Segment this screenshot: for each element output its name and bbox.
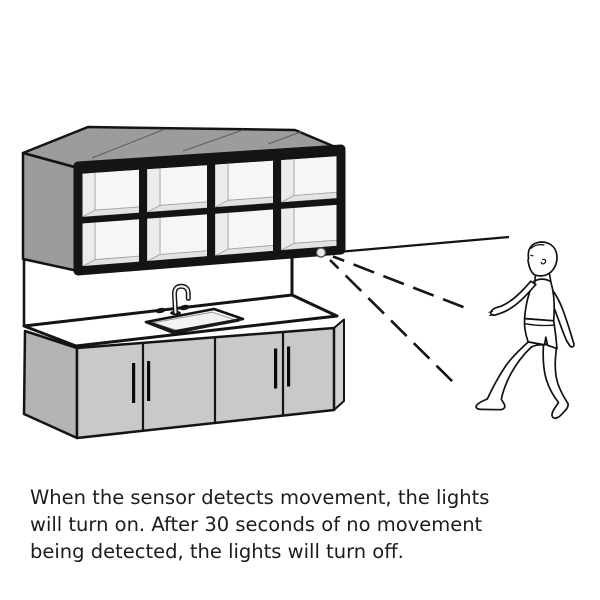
walking-person [475,241,575,420]
kitchen-sink [144,307,245,335]
door-handle [287,346,291,387]
faucet-handle [179,304,190,311]
cabinet-left-panel [21,151,80,273]
person-ear [540,258,547,265]
person-face-details [530,244,547,265]
cabinet-doors [75,326,336,440]
faucet-spout-highlight [173,285,190,314]
cabinet-right-side [333,318,345,411]
shelf-grid [73,144,346,276]
shelf-cell [82,169,139,218]
person-front-leg [475,341,546,411]
cabinet-left-side [22,329,79,440]
person-head [527,241,558,277]
lower-cabinet [22,293,345,440]
shelf-cells [82,156,337,267]
detection-beams [329,235,510,388]
shelf-cell [147,165,207,213]
upper-cabinet [21,125,346,276]
shelf-cell [281,156,337,203]
person-back-leg [542,343,569,420]
person-hand-fingers [488,310,494,317]
person-neck [534,272,552,284]
faucet-handle [155,307,166,314]
detection-beam-dashed-lower [329,259,459,388]
door-handle [147,361,151,401]
faucet [155,283,191,316]
detection-beam-dashed-upper [332,255,468,310]
detection-beam-solid [331,235,510,254]
door-handle [274,348,278,389]
shelf-cell [82,219,139,267]
door-handle [132,363,136,403]
caption-text: When the sensor detects movement, the li… [30,486,490,563]
shelf-cell [215,209,273,257]
shelf-cell [215,160,273,208]
person-waistband [524,323,555,327]
motion-sensor-icon [315,247,327,258]
sink-basin-shadow [149,318,240,334]
person-hairline [530,244,545,249]
